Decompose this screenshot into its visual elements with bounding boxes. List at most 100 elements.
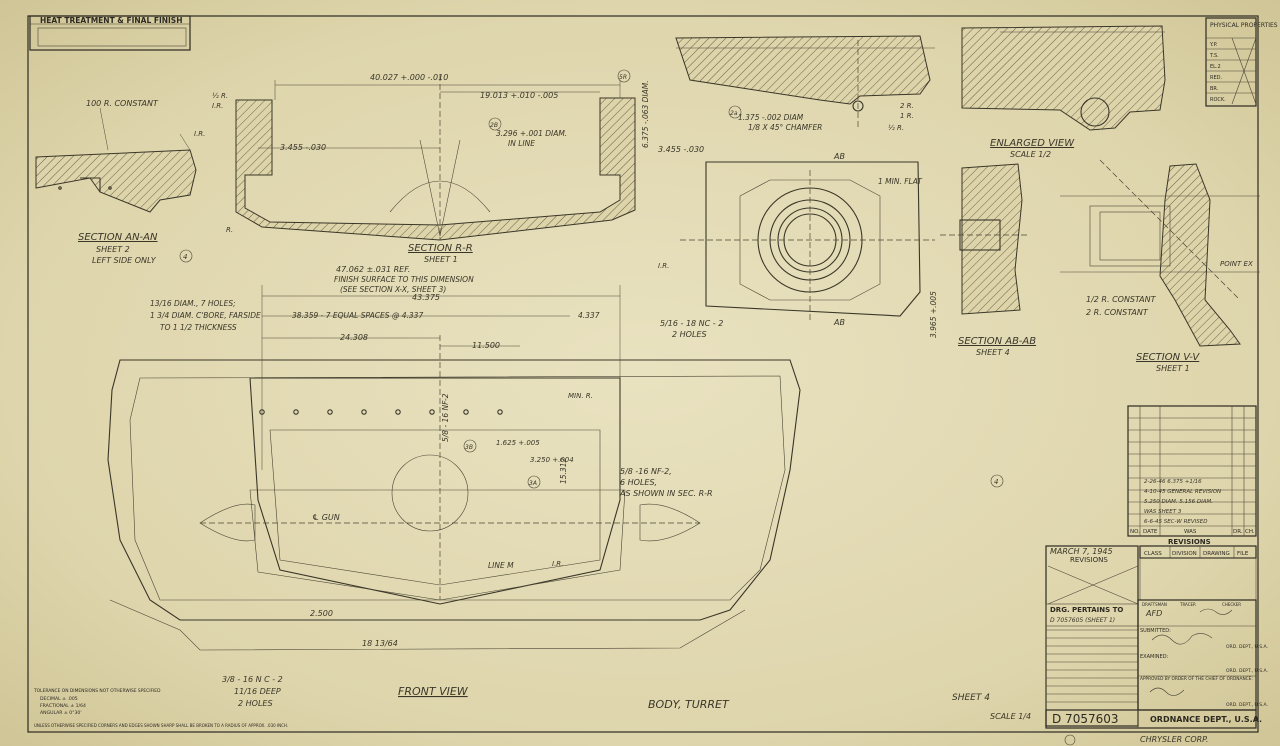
- svg-text:3A: 3A: [529, 480, 537, 487]
- svg-text:½ R.: ½ R.: [888, 124, 904, 132]
- section-ab-section: 3.965 +.005 SECTION AB-AB SHEET 4: [929, 163, 1036, 357]
- section-rr-view: 40.027 +.000 -.010 19.013 +.010 -.005 3.…: [212, 69, 704, 264]
- svg-text:SHEET 1: SHEET 1: [424, 255, 458, 264]
- svg-text:IN LINE: IN LINE: [508, 139, 535, 148]
- class-col-header: FILE: [1237, 551, 1249, 557]
- svg-text:2a: 2a: [730, 110, 738, 117]
- revision-entry: 4-10-45 GENERAL REVISION: [1144, 489, 1221, 495]
- heat-treatment-box: HEAT TREATMENT & FINAL FINISH: [29, 15, 191, 51]
- svg-text:100 R. CONSTANT: 100 R. CONSTANT: [86, 99, 159, 108]
- svg-text:UNLESS OTHERWISE SPECIFIED COR: UNLESS OTHERWISE SPECIFIED CORNERS AND E…: [34, 723, 288, 728]
- approver-signature: [1149, 687, 1185, 696]
- part-title: BODY, TURRET: [648, 698, 730, 711]
- svg-text:½ R.: ½ R.: [212, 92, 228, 100]
- bolt-hole: [327, 409, 333, 415]
- svg-text:ORDNANCE DEPT., U.S.A.: ORDNANCE DEPT., U.S.A.: [1150, 715, 1262, 724]
- svg-text:APPROVED BY ORDER OF THE CHIEF: APPROVED BY ORDER OF THE CHIEF OF ORDNAN…: [1140, 676, 1253, 682]
- revision-entry: WAS SHEET 3: [1144, 509, 1182, 515]
- svg-text:1/8 X 45° CHAMFER: 1/8 X 45° CHAMFER: [748, 123, 822, 132]
- signature-block: DRAFTSMAN TRACER CHECKER AFD SUBMITTED: …: [1137, 599, 1268, 711]
- svg-text:15.312: 15.312: [559, 458, 568, 484]
- front-view: 47.062 ±.031 REF. FINISH SURFACE TO THIS…: [107, 265, 1004, 711]
- svg-text:1.625 +.005: 1.625 +.005: [496, 439, 540, 447]
- svg-text:1/2 R. CONSTANT: 1/2 R. CONSTANT: [1086, 295, 1157, 304]
- svg-text:3.455 -.030: 3.455 -.030: [280, 143, 326, 152]
- svg-text:(SEE SECTION X-X, SHEET 3): (SEE SECTION X-X, SHEET 3): [340, 285, 446, 294]
- svg-text:13/16 DIAM., 7 HOLES;: 13/16 DIAM., 7 HOLES;: [150, 299, 236, 308]
- svg-text:MIN. R.: MIN. R.: [568, 392, 593, 400]
- tolerance-note: TOLERANCE ON DIMENSIONS NOT OTHERWISE SP…: [33, 688, 288, 728]
- svg-text:POINT EX: POINT EX: [1220, 260, 1253, 268]
- svg-text:5R: 5R: [619, 74, 627, 81]
- drawing-number-block: D 7057603 ORDNANCE DEPT., U.S.A. CHRYSLE…: [1045, 709, 1262, 746]
- svg-text:18 13/64: 18 13/64: [362, 639, 398, 648]
- svg-text:SHEET 4: SHEET 4: [976, 348, 1010, 357]
- svg-text:3.296 +.001 DIAM.: 3.296 +.001 DIAM.: [496, 129, 567, 138]
- svg-text:I.R.: I.R.: [194, 130, 205, 138]
- section-vv-view: 1/2 R. CONSTANT 2 R. CONSTANT POINT EX S…: [1060, 159, 1260, 373]
- bolt-hole: [497, 409, 503, 415]
- svg-text:LEFT SIDE ONLY: LEFT SIDE ONLY: [92, 256, 157, 265]
- class-col-header: DIVISION: [1172, 551, 1197, 557]
- section-ab-plan: 1 MIN. FLAT AB AB 5/16 - 18 NC - 2 2 HOL…: [658, 152, 935, 339]
- section-an-view: 100 R. CONSTANT I.R. SECTION AN-AN SHEET…: [35, 99, 205, 265]
- svg-text:1.375 -.002 DIAM: 1.375 -.002 DIAM: [738, 113, 804, 122]
- section-rr-title: SECTION R-R: [408, 243, 473, 254]
- svg-text:FRACTIONAL ± 1/64: FRACTIONAL ± 1/64: [40, 703, 86, 709]
- svg-text:LINE M: LINE M: [488, 561, 514, 570]
- svg-text:TO 1 1/2 THICKNESS: TO 1 1/2 THICKNESS: [160, 323, 237, 332]
- section-vv-title: SECTION V-V: [1136, 352, 1200, 363]
- svg-text:SHEET 1: SHEET 1: [1156, 364, 1190, 373]
- sheet-number: SHEET 4: [952, 693, 990, 703]
- front-view-title: FRONT VIEW: [398, 685, 469, 698]
- svg-text:2 R. CONSTANT: 2 R. CONSTANT: [1086, 308, 1149, 317]
- physical-properties-box: PHYSICAL PROPERTIES Y.P.T.S.EL.2RED.BR.R…: [1205, 17, 1278, 107]
- svg-text:CHRYSLER CORP.: CHRYSLER CORP.: [1140, 735, 1208, 744]
- svg-text:2 R.: 2 R.: [900, 102, 914, 110]
- svg-text:I.R.: I.R.: [212, 102, 223, 110]
- date-stamp: MARCH 7, 1945: [1050, 547, 1113, 556]
- svg-text:1 3/4 DIAM. C'BORE, FARSIDE: 1 3/4 DIAM. C'BORE, FARSIDE: [150, 311, 261, 320]
- svg-text:FINISH SURFACE TO THIS DIMENSI: FINISH SURFACE TO THIS DIMENSION: [334, 275, 474, 284]
- revision-col-header: WAS: [1184, 529, 1197, 535]
- svg-text:ANGULAR ± 0°30': ANGULAR ± 0°30': [40, 710, 82, 716]
- svg-text:EXAMINED:: EXAMINED:: [1140, 654, 1169, 660]
- bolt-hole: [361, 409, 367, 415]
- svg-text:℄ GUN: ℄ GUN: [312, 513, 340, 522]
- svg-text:3.965 +.005: 3.965 +.005: [929, 291, 938, 338]
- revision-col-header: CH.: [1245, 529, 1255, 535]
- bolt-hole: [293, 409, 299, 415]
- bolt-hole: [463, 409, 469, 415]
- submitter-signature: [1151, 633, 1213, 645]
- enlarged-view-title: ENLARGED VIEW: [990, 138, 1075, 149]
- pp-row-label: BR.: [1210, 86, 1219, 92]
- svg-text:5/8 -16 NF-2,: 5/8 -16 NF-2,: [620, 467, 672, 476]
- svg-text:38.359 - 7 EQUAL SPACES @ 4.33: 38.359 - 7 EQUAL SPACES @ 4.337: [292, 311, 423, 320]
- svg-text:5/8 - 16 NF-2: 5/8 - 16 NF-2: [441, 393, 450, 442]
- revision-col-header: NO.: [1130, 529, 1140, 535]
- svg-text:DRAFTSMAN: DRAFTSMAN: [1142, 602, 1167, 607]
- svg-text:6 HOLES,: 6 HOLES,: [620, 478, 657, 487]
- section-an-title: SECTION AN-AN: [78, 232, 158, 243]
- revision-entry: 6-6-45 SEC-W REVISED: [1144, 519, 1207, 525]
- revision-entry: 2-26-46 6.375 +1/16: [1144, 479, 1202, 485]
- pp-row-label: ROCK.: [1210, 97, 1226, 103]
- svg-text:2B: 2B: [490, 122, 498, 129]
- class-col-header: DRAWING: [1203, 551, 1230, 557]
- heat-treatment-label: HEAT TREATMENT & FINAL FINISH: [40, 16, 183, 25]
- svg-text:I.R.: I.R.: [552, 560, 563, 568]
- revisions-table: 2-26-46 6.375 +1/16 4-10-45 GENERAL REVIS…: [1127, 405, 1257, 546]
- draftsman-initials: AFD: [1145, 609, 1162, 618]
- svg-text:43.375: 43.375: [412, 293, 440, 302]
- svg-text:3B: 3B: [465, 444, 473, 451]
- svg-text:11/16 DEEP: 11/16 DEEP: [234, 687, 281, 696]
- svg-text:SCALE 1/2: SCALE 1/2: [1010, 150, 1051, 159]
- pp-row-label: EL.2: [1210, 64, 1221, 70]
- svg-text:11.500: 11.500: [472, 341, 500, 350]
- svg-text:40.027 +.000 -.010: 40.027 +.000 -.010: [370, 73, 448, 82]
- drawing-number: D 7057603: [1052, 712, 1119, 726]
- svg-text:3/8 - 16 N C - 2: 3/8 - 16 N C - 2: [222, 675, 283, 684]
